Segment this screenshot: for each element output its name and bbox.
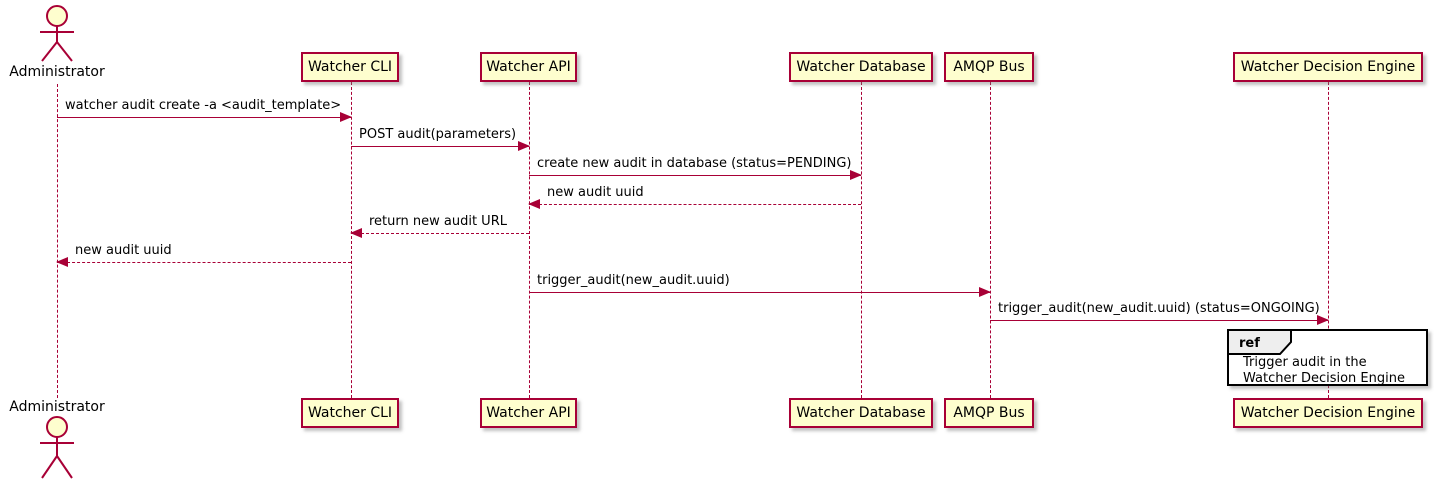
lifeline-administrator	[57, 84, 58, 398]
ref-text-line: Trigger audit in the	[1243, 355, 1367, 370]
actor-icon	[40, 416, 74, 479]
arrowhead-icon	[350, 228, 362, 238]
message-label: POST audit(parameters)	[359, 127, 517, 142]
message-label: new audit uuid	[75, 243, 172, 258]
lifeline-watcher-cli	[351, 82, 352, 398]
participant-watcher-api-bottom: Watcher API	[480, 398, 577, 428]
message-label: watcher audit create -a <audit_template>	[65, 98, 342, 113]
participant-amqp-bus-bottom: AMQP Bus	[944, 398, 1034, 428]
lifeline-watcher-decision-engine	[1328, 82, 1329, 398]
participant-watcher-decision-engine-top: Watcher Decision Engine	[1233, 52, 1423, 82]
participant-watcher-decision-engine-bottom: Watcher Decision Engine	[1233, 398, 1423, 428]
message-label: trigger_audit(new_audit.uuid) (status=ON…	[998, 301, 1320, 316]
arrowhead-icon	[979, 287, 991, 297]
arrowhead-icon	[1317, 315, 1329, 325]
ref-text: Trigger audit in the Watcher Decision En…	[1243, 355, 1422, 387]
participant-watcher-cli-bottom: Watcher CLI	[301, 398, 399, 428]
participant-watcher-database-top: Watcher Database	[789, 52, 933, 82]
participant-watcher-database-bottom: Watcher Database	[789, 398, 933, 428]
arrowhead-icon	[340, 112, 352, 122]
message-label: trigger_audit(new_audit.uuid)	[537, 273, 730, 288]
ref-keyword: ref	[1239, 336, 1260, 351]
actor-icon	[40, 5, 74, 62]
message-label: create new audit in database (status=PEN…	[537, 156, 852, 171]
arrowhead-icon	[56, 257, 68, 267]
lifeline-watcher-api	[529, 82, 530, 398]
arrowhead-icon	[528, 199, 540, 209]
arrowhead-icon	[518, 141, 530, 151]
message-label: return new audit URL	[369, 214, 507, 229]
participant-amqp-bus-top: AMQP Bus	[944, 52, 1034, 82]
arrowhead-icon	[850, 170, 862, 180]
actor-label-bottom: Administrator	[9, 399, 105, 415]
participant-watcher-cli-top: Watcher CLI	[301, 52, 399, 82]
ref-fragment: ref Trigger audit in the Watcher Decisio…	[1227, 329, 1428, 386]
lifeline-watcher-database	[861, 82, 862, 398]
actor-label-top: Administrator	[9, 64, 105, 80]
message-label: new audit uuid	[547, 185, 644, 200]
ref-text-line: Watcher Decision Engine	[1243, 371, 1405, 386]
participant-watcher-api-top: Watcher API	[480, 52, 577, 82]
lifeline-amqp-bus	[990, 82, 991, 398]
ref-tab: ref	[1227, 329, 1292, 355]
